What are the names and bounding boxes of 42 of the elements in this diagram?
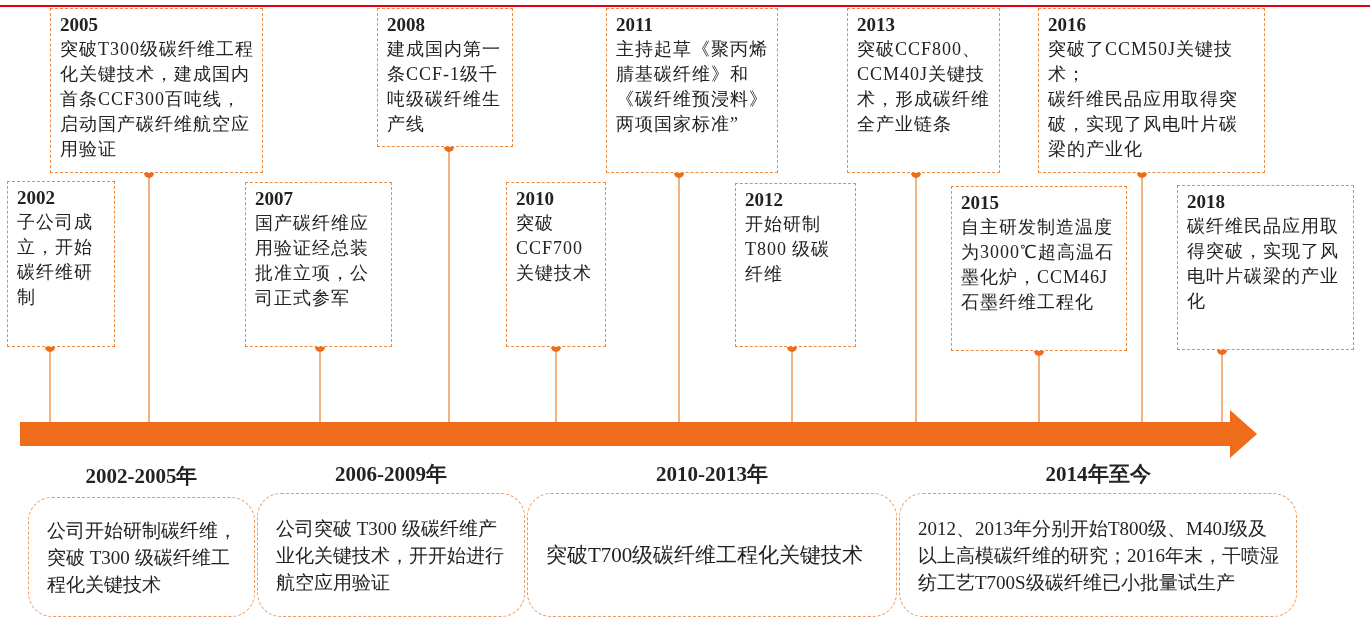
period-box: 2012、2013年分别开始T800级、M40J级及以上高模碳纤维的研究；2016年末，干喷湿纺工艺T700S级碳纤维已小批量试生产 — [899, 493, 1297, 617]
event-text: 国产碳纤维应用验证经总装批准立项，公司正式参军 — [255, 212, 370, 310]
year-label: 2008 — [387, 13, 426, 37]
event-box — [735, 183, 856, 347]
event-text: 突破CCF800、CCM40J关键技术，形成碳纤维全产业链条 — [857, 38, 991, 136]
year-label: 2016 — [1048, 13, 1087, 37]
year-label: 2005 — [60, 13, 99, 37]
event-box — [377, 8, 513, 147]
period-heading: 2002-2005年 — [84, 463, 199, 490]
event-text: 突破了CCM50J关键技术； — [1048, 38, 1235, 86]
event-text: 突破CCF700关键技术 — [516, 212, 593, 285]
year-label: 2007 — [255, 187, 294, 211]
year-label: 2011 — [616, 13, 654, 37]
period-heading: 2014年至今 — [1044, 461, 1152, 488]
period-box: 公司突破 T300 级碳纤维产业化关键技术，开开始进行航空应用验证 — [257, 493, 525, 617]
period-heading: 2010-2013年 — [655, 461, 769, 488]
event-text: 建成国内第一条CCF-1级千吨级碳纤维生产线 — [387, 38, 502, 136]
year-label: 2010 — [516, 187, 555, 211]
event-box — [506, 182, 606, 347]
event-box — [1038, 8, 1265, 173]
event-text: 主持起草《聚丙烯腈基碳纤维》和《碳纤维预浸料》两项国家标准” — [616, 38, 769, 136]
event-text: 碳纤维民品应用取得突破，实现了风电叶片碳梁的产业化 — [1048, 88, 1239, 161]
event-box — [606, 8, 778, 173]
event-box — [245, 182, 392, 347]
event-text: 开始研制T800 级碳纤维 — [745, 213, 832, 286]
event-box — [951, 186, 1127, 351]
year-label: 2018 — [1187, 190, 1226, 214]
period-heading: 2006-2009年 — [334, 461, 448, 488]
event-box — [847, 8, 1000, 173]
event-text: 自主研发制造温度为3000℃超高温石墨化炉，CCM46J石墨纤维工程化 — [961, 216, 1115, 314]
event-box — [50, 8, 263, 173]
year-label: 2015 — [961, 191, 1000, 215]
year-label: 2012 — [745, 188, 784, 212]
period-box: 突破T700级碳纤维工程化关键技术 — [527, 493, 897, 617]
year-label: 2013 — [857, 13, 896, 37]
year-label: 2002 — [17, 186, 56, 210]
event-box — [7, 181, 115, 347]
event-box — [1177, 185, 1354, 350]
event-text: 碳纤维民品应用取得突破，实现了风电叶片碳梁的产业化 — [1187, 215, 1340, 313]
period-box: 公司开始研制碳纤维，突破 T300 级碳纤维工程化关键技术 — [28, 497, 255, 617]
event-text: 突破T300级碳纤维工程化关键技术，建成国内首条CCF300百吨线，启动国产碳纤维航空应用验证 — [60, 38, 254, 161]
event-text: 子公司成立，开始碳纤维研制 — [17, 211, 94, 309]
